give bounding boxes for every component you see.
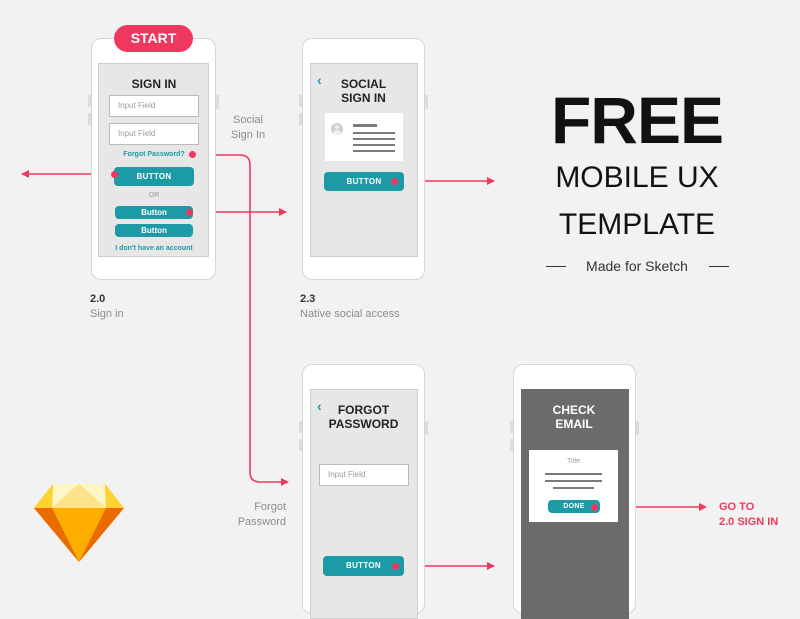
- social-number: 2.3: [300, 293, 316, 305]
- done-button[interactable]: DONE: [548, 500, 600, 513]
- sign-in-button-1[interactable]: Button: [115, 206, 193, 219]
- social-title: SOCIAL SIGN IN: [312, 77, 415, 105]
- hero-tagline: Made for Sketch: [586, 258, 688, 274]
- no-account-link[interactable]: I don't have an account: [115, 245, 193, 252]
- forgot-title-line2: PASSWORD: [328, 417, 399, 431]
- phone-side-button: [299, 95, 302, 107]
- sign-in-number: 2.0: [90, 293, 106, 305]
- forgot-password-link[interactable]: Forgot Password?: [123, 151, 185, 158]
- social-flow-label-line1: Social: [233, 114, 263, 126]
- avatar-icon: [331, 123, 343, 135]
- hero-title: FREE: [550, 83, 724, 157]
- phone-side-button: [510, 421, 513, 433]
- check-email-title: CHECK EMAIL: [520, 403, 628, 431]
- connector-dot: [392, 563, 399, 570]
- forgot-title-line1: FORGOT: [337, 403, 390, 417]
- phone-side-button: [216, 95, 219, 109]
- hero-subtitle-2: TEMPLATE: [558, 208, 716, 241]
- hero-subtitle-1: MOBILE UX: [555, 161, 719, 194]
- sign-in-input-2[interactable]: Input Field: [109, 123, 199, 145]
- chevron-left-icon[interactable]: ‹: [317, 72, 322, 88]
- phone-sign-in: [88, 38, 219, 280]
- check-email-title-line1: CHECK: [552, 403, 596, 417]
- card-text-line: [353, 144, 395, 146]
- social-caption: Native social access: [300, 308, 400, 320]
- sign-in-button-2[interactable]: Button: [115, 224, 193, 237]
- forgot-title: FORGOT PASSWORD: [312, 403, 415, 431]
- chevron-left-icon[interactable]: ‹: [317, 398, 322, 414]
- card-title: Title: [567, 458, 580, 465]
- sign-in-primary-button[interactable]: BUTTON: [114, 167, 194, 186]
- forgot-flow-label-line1: Forgot: [254, 501, 286, 513]
- card-text-line: [545, 473, 602, 475]
- connector-dot: [189, 151, 196, 158]
- social-title-line2: SIGN IN: [341, 91, 386, 105]
- goto-label: GO TO 2.0 SIGN IN: [719, 500, 778, 530]
- sketch-diamond-icon: [34, 484, 124, 562]
- connector-dot: [591, 504, 598, 511]
- phone-side-button: [425, 95, 428, 109]
- forgot-flow-label: Forgot Password: [226, 500, 286, 530]
- forgot-flow-label-line2: Password: [237, 516, 286, 528]
- card-text-line: [353, 150, 395, 152]
- social-title-line1: SOCIAL: [340, 77, 387, 91]
- card-text-line: [545, 480, 602, 482]
- connector-dot: [186, 209, 193, 216]
- phone-side-button: [299, 439, 302, 451]
- phone-side-button: [636, 421, 639, 435]
- forgot-input[interactable]: Input Field: [319, 464, 409, 486]
- or-label: OR: [148, 192, 160, 199]
- connector-dot: [391, 178, 398, 185]
- forgot-button[interactable]: BUTTON: [323, 556, 404, 576]
- card-text-line: [353, 138, 395, 140]
- social-profile-card: [325, 113, 403, 161]
- phone-side-button: [88, 95, 91, 107]
- goto-label-line1: GO TO: [719, 501, 755, 513]
- arrow-to-forgot: [193, 154, 289, 486]
- hero-tagline-rule: [546, 266, 566, 267]
- phone-side-button: [88, 113, 91, 125]
- card-text-line: [553, 487, 594, 489]
- forgot-screen: [310, 389, 418, 619]
- sign-in-input-1[interactable]: Input Field: [109, 95, 199, 117]
- check-email-title-line2: EMAIL: [555, 417, 593, 431]
- card-text-line: [353, 132, 395, 134]
- sign-in-title: SIGN IN: [131, 77, 177, 91]
- phone-side-button: [299, 113, 302, 125]
- phone-side-button: [425, 421, 428, 435]
- phone-side-button: [299, 421, 302, 433]
- card-text-line: [353, 124, 377, 127]
- connector-dot: [111, 171, 118, 178]
- goto-label-line2: 2.0 SIGN IN: [719, 516, 779, 528]
- hero-tagline-rule: [709, 266, 729, 267]
- sign-in-caption: Sign in: [90, 308, 124, 320]
- social-button[interactable]: BUTTON: [324, 172, 404, 191]
- social-flow-label: Social Sign In: [226, 113, 270, 143]
- start-badge: START: [114, 25, 193, 52]
- social-flow-label-line2: Sign In: [230, 129, 266, 141]
- phone-side-button: [510, 439, 513, 451]
